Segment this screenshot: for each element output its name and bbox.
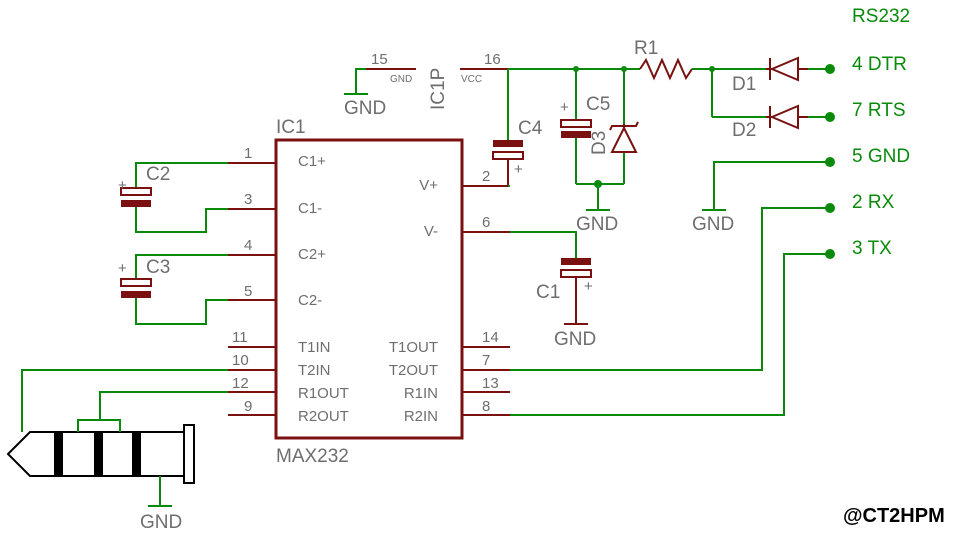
c4-label: C4 — [518, 118, 543, 139]
capacitor-c3: + C3 — [118, 254, 228, 325]
pin-name: R1OUT — [298, 385, 349, 402]
credit: @CT2HPM — [843, 505, 945, 527]
pin-num: 9 — [244, 398, 252, 415]
pin-name: T2IN — [298, 362, 331, 379]
plus-sign: + — [514, 161, 523, 178]
connector-dots — [825, 64, 835, 259]
diode-d1: D1 — [732, 56, 808, 95]
pin-name: R2OUT — [298, 408, 349, 425]
pin-num: 4 — [244, 237, 252, 254]
pin-num: 12 — [232, 375, 249, 392]
vcc-rail: GND — [507, 66, 640, 235]
pin-num: 2 — [482, 168, 490, 185]
tx-net — [510, 253, 830, 416]
pin-num: 14 — [482, 329, 499, 346]
zener-d3: D3 — [589, 121, 639, 155]
audio-jack: GND — [6, 369, 228, 533]
ic-right-pins — [462, 185, 510, 416]
connector-pin-dtr: 4 DTR — [852, 54, 907, 75]
pin-name: T1OUT — [389, 339, 438, 356]
ic-power-part: 15 GND 16 VCC IC1P — [366, 51, 508, 110]
d2-label: D2 — [732, 120, 756, 141]
vcc-pin-num: 16 — [484, 51, 501, 68]
connector-title: RS232 — [852, 6, 910, 27]
pin-name: T2OUT — [389, 362, 438, 379]
gnd-label: GND — [576, 214, 618, 235]
plus-sign: + — [118, 177, 127, 194]
connector-pin-rts: 7 RTS — [852, 100, 906, 121]
capacitor-c1: + C1 GND — [510, 231, 596, 350]
pin-name: C1- — [298, 200, 322, 217]
r1-label: R1 — [634, 38, 658, 59]
resistor-r1: R1 — [634, 38, 693, 81]
capacitor-c5: + C5 — [560, 94, 610, 138]
connector-pin-tx: 3 TX — [852, 238, 892, 259]
pin-name: C2+ — [298, 246, 326, 263]
connector-pin-gnd: 5 GND — [852, 146, 910, 167]
ic-ref: IC1 — [276, 117, 306, 138]
ic-left-pins — [228, 162, 276, 416]
pin-name: R1IN — [404, 385, 438, 402]
capacitor-c4: + C4 — [492, 118, 543, 187]
pin-num: 6 — [482, 214, 490, 231]
pin-name: R2IN — [404, 408, 438, 425]
ic-part: MAX232 — [276, 446, 349, 467]
gnd-label: GND — [554, 329, 596, 350]
pin-name: V+ — [419, 177, 438, 194]
d1-label: D1 — [732, 74, 756, 95]
plus-sign: + — [560, 99, 569, 116]
gnd-symbol-pin15: GND — [344, 68, 386, 119]
c5-label: C5 — [586, 94, 610, 115]
capacitor-c2: + C2 — [118, 162, 228, 233]
pin-num: 1 — [244, 145, 252, 162]
ic-power-ref: IC1P — [428, 68, 449, 110]
plus-sign: + — [584, 278, 593, 295]
gnd-pin-name: GND — [390, 74, 412, 85]
ic-body — [274, 138, 464, 440]
pin-num: 7 — [482, 352, 490, 369]
pin-num: 10 — [232, 352, 249, 369]
connector-pin-rx: 2 RX — [852, 192, 895, 213]
pin-name: T1IN — [298, 339, 331, 356]
d3-label: D3 — [589, 131, 610, 155]
c3-label: C3 — [146, 257, 170, 278]
gnd-label: GND — [344, 98, 386, 119]
gnd-pin-num: 15 — [371, 51, 388, 68]
rx-net — [510, 207, 830, 371]
diode-d2: D2 — [732, 104, 808, 141]
pin-name: C2- — [298, 292, 322, 309]
pin-name: C1+ — [298, 153, 326, 170]
gnd-label: GND — [692, 214, 734, 235]
pin-num: 8 — [482, 398, 490, 415]
rs232-gnd-net: GND — [692, 161, 830, 235]
c2-label: C2 — [146, 164, 170, 185]
pin-num: 3 — [244, 191, 252, 208]
vcc-pin-name: VCC — [461, 74, 482, 85]
gnd-label: GND — [140, 512, 182, 533]
c1-label: C1 — [536, 282, 560, 303]
pin-num: 5 — [244, 283, 252, 300]
plus-sign: + — [118, 260, 127, 277]
pin-num: 11 — [232, 329, 248, 346]
pin-name: V- — [424, 223, 438, 240]
pin-num: 13 — [482, 375, 499, 392]
